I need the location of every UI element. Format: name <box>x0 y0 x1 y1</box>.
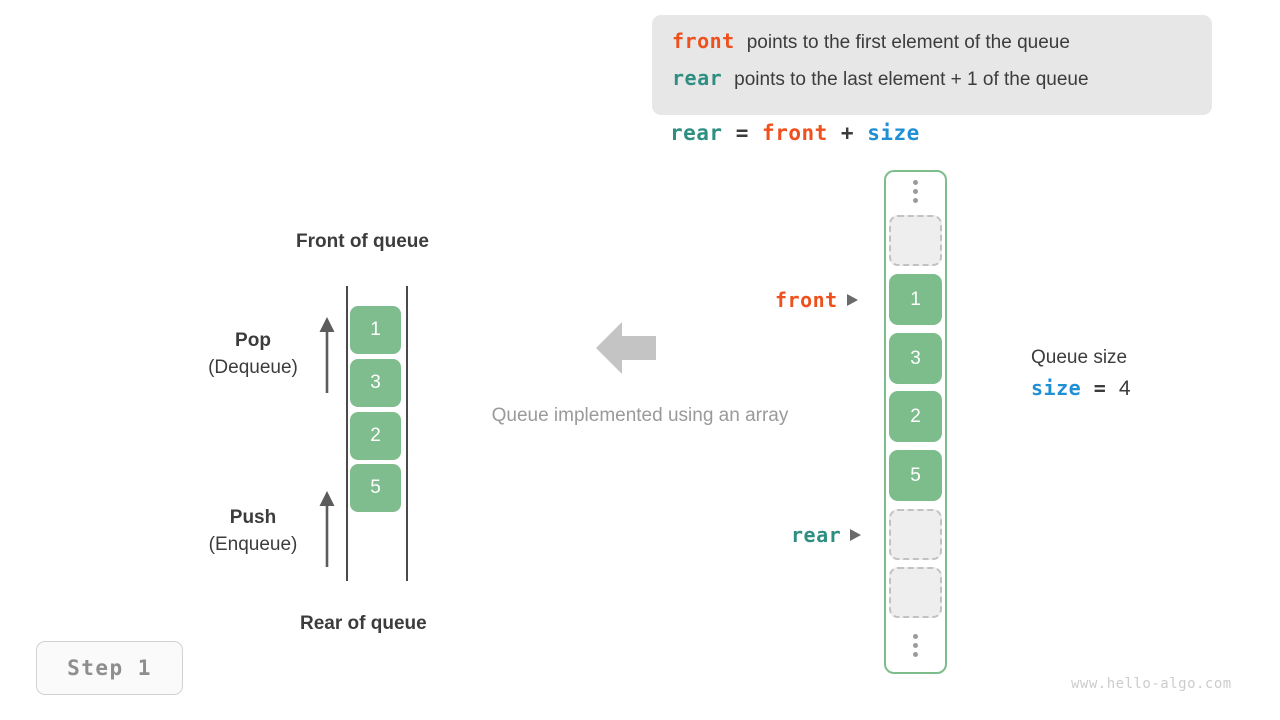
array-slot-empty <box>889 567 942 618</box>
legend-line-rear: rear points to the last element + 1 of t… <box>672 66 1192 103</box>
formula-rhs-front: front <box>762 121 828 145</box>
formula-rhs-size: size <box>867 121 920 145</box>
operation-push-label: Push (Enqueue) <box>163 505 343 559</box>
keyword-rear: rear <box>672 66 723 90</box>
queue-size-title: Queue size <box>1031 347 1128 368</box>
keyword-front: front <box>672 29 735 53</box>
step-badge: Step 1 <box>36 641 183 695</box>
legend-text-front: points to the first element of the queue <box>746 32 1070 53</box>
size-var: size <box>1031 376 1082 400</box>
queue-cell: 3 <box>350 359 401 407</box>
operation-push-title: Push <box>229 507 277 528</box>
formula-plus: + <box>840 121 855 145</box>
legend-text-rear: points to the last element + 1 of the qu… <box>734 69 1089 90</box>
size-equals: = <box>1093 376 1107 400</box>
ellipsis-top-icon <box>884 180 947 203</box>
label-front-of-queue: Front of queue <box>296 231 429 252</box>
operation-pop-title: Pop <box>235 330 271 351</box>
operation-pop-label: Pop (Dequeue) <box>163 328 343 382</box>
pop-arrow-icon <box>319 317 335 393</box>
ellipsis-bottom-icon <box>884 634 947 657</box>
operation-push-subtitle: (Enqueue) <box>208 534 298 555</box>
queue-size-note: Queue size size = 4 <box>1031 344 1131 405</box>
formula-lhs: rear <box>670 121 723 145</box>
formula-rear-equals-front-plus-size: rear = front + size <box>670 121 920 145</box>
queue-cell: 1 <box>350 306 401 354</box>
pointer-front: front <box>775 288 858 312</box>
queue-cell: 2 <box>350 412 401 460</box>
operation-pop-subtitle: (Dequeue) <box>208 357 298 378</box>
array-slot-filled: 5 <box>889 450 942 501</box>
size-value: 4 <box>1118 377 1131 400</box>
left-arrow-icon <box>596 322 656 374</box>
label-rear-of-queue: Rear of queue <box>300 613 427 634</box>
pointer-rear: rear <box>791 523 862 547</box>
queue-cell: 5 <box>350 464 401 512</box>
array-slot-empty <box>889 509 942 560</box>
watermark: www.hello-algo.com <box>1071 676 1232 692</box>
pointer-front-arrow-icon <box>846 294 858 306</box>
pointer-rear-arrow-icon <box>850 529 862 541</box>
queue-size-expression: size = 4 <box>1031 372 1131 405</box>
pointer-rear-label: rear <box>791 523 842 547</box>
formula-equals: = <box>735 121 749 145</box>
queue-rail-right <box>406 286 408 581</box>
array-slot-filled: 2 <box>889 391 942 442</box>
legend-box: front points to the first element of the… <box>652 15 1212 115</box>
queue-rail-left <box>346 286 348 581</box>
array-slot-filled: 3 <box>889 333 942 384</box>
push-arrow-icon <box>319 491 335 567</box>
array-slot-empty <box>889 215 942 266</box>
center-caption: Queue implemented using an array <box>491 405 789 426</box>
array-slot-filled: 1 <box>889 274 942 325</box>
pointer-front-label: front <box>775 288 838 312</box>
legend-line-front: front points to the first element of the… <box>672 29 1192 66</box>
